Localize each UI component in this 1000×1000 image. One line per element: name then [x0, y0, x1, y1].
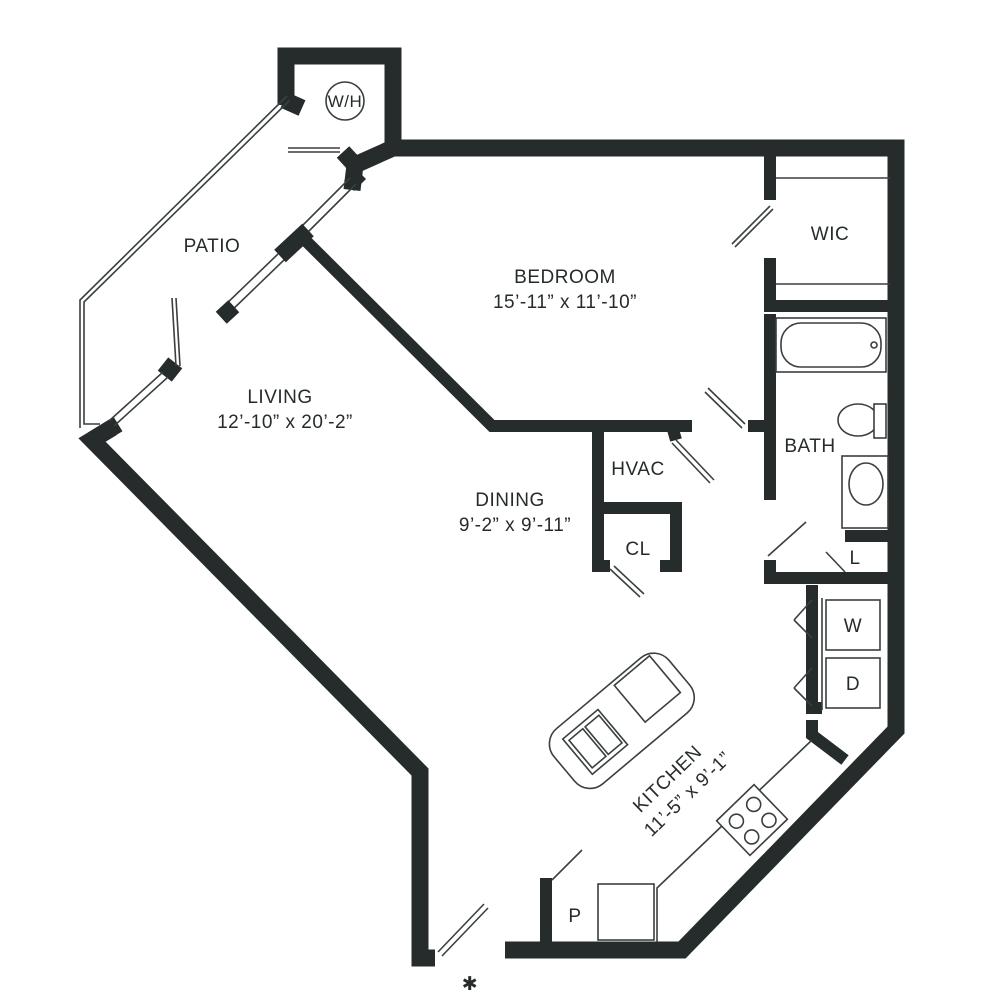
linen-label: L	[849, 548, 860, 569]
patio-label: PATIO	[184, 236, 241, 257]
bath-door-2	[704, 391, 743, 429]
closet-label: CL	[625, 539, 650, 560]
living-door-panel-2	[175, 297, 181, 367]
living-label: LIVING	[247, 387, 312, 408]
living-door-panel	[171, 297, 177, 367]
burner-2	[745, 796, 762, 813]
water-heater-closet: W/H	[280, 81, 397, 192]
pantry-label: P	[568, 906, 581, 927]
bedroom-living-wall	[298, 233, 692, 432]
hvac-door-jamb	[666, 424, 682, 442]
wic-wall-bottom	[764, 258, 896, 312]
cooktop-frame	[715, 783, 789, 857]
bath-fixtures	[775, 317, 889, 529]
living-door-glass-2	[108, 371, 164, 422]
water-heater-circle	[325, 81, 365, 121]
toilet-bowl	[837, 403, 879, 437]
linen-door-left	[767, 521, 807, 557]
closet-door	[613, 565, 645, 595]
living-door-jamb	[157, 357, 183, 382]
water-heater-label: W/H	[328, 92, 363, 111]
entry-door-2	[441, 907, 489, 957]
sliding-door-glass-4	[221, 253, 279, 309]
burner-4	[761, 812, 777, 829]
refrigerator	[597, 883, 655, 941]
wic-shelves	[776, 177, 890, 285]
bath-bottom-wall	[764, 560, 896, 584]
washer	[825, 599, 881, 651]
patio-railing	[79, 95, 291, 428]
sliding-door-glass-1	[299, 183, 357, 241]
cooktop	[715, 783, 789, 857]
closet-door-2	[609, 568, 641, 598]
wh-closet-wall-bottom	[336, 140, 397, 176]
entry-door	[437, 903, 485, 953]
sliding-door-jamb-bottom	[215, 300, 240, 324]
tub-drain	[870, 341, 878, 349]
bedroom-label: BEDROOM	[514, 267, 616, 288]
laundry-door-top	[793, 599, 813, 621]
wic-door	[731, 205, 771, 245]
washer-label: W	[844, 616, 862, 637]
dining-label: DINING	[475, 490, 545, 511]
burner-1	[728, 813, 745, 829]
patio-sliding-doors	[108, 168, 367, 427]
dryer	[825, 657, 881, 709]
hvac-door	[675, 439, 715, 481]
exterior-walls	[78, 47, 905, 967]
sliding-door-glass-3	[227, 259, 285, 315]
wic-label: WIC	[811, 224, 849, 245]
doors	[437, 205, 846, 957]
exterior-wall-south-west	[78, 420, 435, 967]
sliding-door-glass-2	[293, 177, 351, 235]
living-window-jamb	[87, 416, 123, 448]
pantry-door	[551, 849, 583, 881]
living-door-glass-1	[113, 376, 169, 427]
sink	[848, 462, 884, 506]
hvac-wall	[592, 426, 610, 572]
entry-marker: ✱	[462, 974, 478, 995]
island-sink-right	[583, 714, 624, 756]
kitchen-island	[548, 652, 696, 790]
kitchen-counter-edge	[656, 739, 813, 942]
island-sink-outer	[561, 708, 629, 776]
wh-closet-wall-left	[280, 92, 306, 116]
kitchen-fixtures	[548, 652, 813, 942]
island-dishwasher	[613, 654, 682, 724]
laundry-door-bottom-2	[793, 687, 813, 707]
laundry-corner	[806, 720, 849, 765]
sliding-door-jamb-top	[343, 168, 367, 192]
island-sink-left	[567, 727, 608, 770]
laundry-wall	[806, 585, 822, 714]
interior-walls	[298, 155, 896, 950]
bath-label: BATH	[784, 436, 835, 457]
living-size: 12’-10” x 20’-2”	[217, 412, 353, 433]
wic-door-2	[734, 208, 774, 248]
sliding-door-jamb-mid	[274, 223, 314, 263]
exterior-wall-north-east	[277, 47, 905, 959]
bedroom-size: 15’-11” x 11’-10”	[493, 292, 637, 313]
toilet-tank	[873, 403, 887, 439]
bath-door	[707, 387, 746, 425]
dining-size: 9’-2” x 9’-11”	[459, 515, 571, 536]
laundry-door-bottom	[793, 667, 813, 689]
patio-rail-inner	[79, 95, 288, 428]
linen-door-right	[825, 551, 846, 573]
dryer-label: D	[846, 674, 860, 695]
bathtub-basin	[780, 322, 882, 368]
laundry-door-top-2	[793, 619, 813, 639]
laundry	[821, 598, 881, 710]
burner-3	[743, 829, 760, 845]
patio-rail-outer	[83, 99, 291, 425]
hvac-door-2	[671, 442, 711, 484]
hvac-inner-wall	[604, 502, 682, 572]
hvac-label: HVAC	[611, 459, 664, 480]
